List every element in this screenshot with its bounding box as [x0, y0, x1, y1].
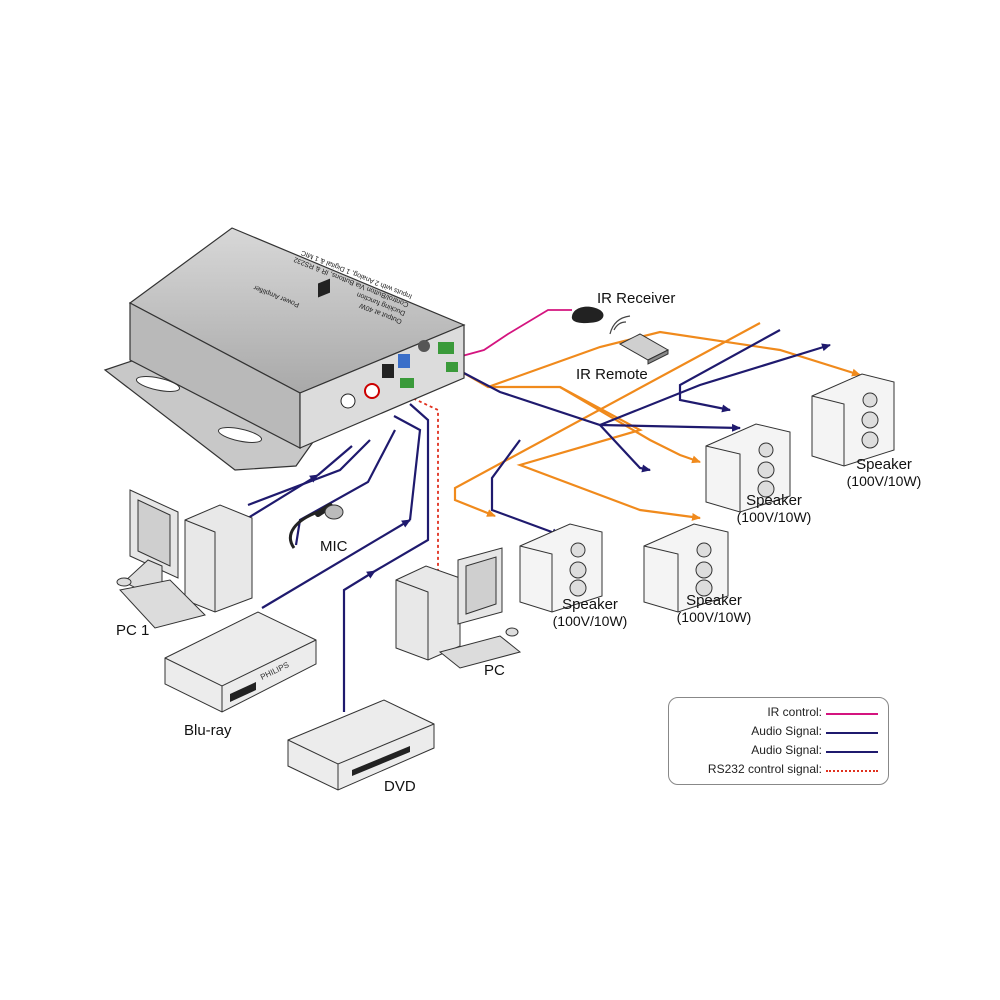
speaker-3 — [519, 523, 603, 613]
dvd-label: DVD — [384, 778, 416, 795]
speaker-2-name: Speaker — [746, 492, 802, 509]
mic-label: MIC — [320, 538, 348, 555]
audio-lines-inputs — [247, 403, 430, 712]
speaker-1-spec: (100V/10W) — [846, 473, 922, 489]
speaker-4-label: Speaker (100V/10W) — [664, 592, 764, 625]
legend-label-audio-2: Audio Signal: — [751, 743, 822, 757]
speaker-3-label: Speaker (100V/10W) — [540, 596, 640, 629]
ir-control-line — [439, 309, 572, 364]
legend-row-audio-1: Audio Signal: — [669, 723, 888, 741]
pc-computer — [395, 547, 522, 669]
bluray-label: Blu-ray — [184, 722, 232, 739]
legend-label-audio-1: Audio Signal: — [751, 724, 822, 738]
pc-label: PC — [484, 662, 505, 679]
ir-receiver-label: IR Receiver — [597, 290, 676, 307]
legend-label-rs232: RS232 control signal: — [707, 762, 822, 776]
legend-swatch-audio-1 — [826, 732, 878, 734]
legend-row-ir: IR control: — [669, 704, 888, 722]
speaker-2-spec: (100V/10W) — [736, 509, 812, 525]
ir-receiver — [571, 306, 604, 324]
speaker-2-label: Speaker (100V/10W) — [724, 492, 824, 525]
speaker-4-spec: (100V/10W) — [676, 609, 752, 625]
legend-row-rs232: RS232 control signal: — [669, 761, 888, 779]
ir-remote — [609, 315, 670, 365]
power-amplifier — [103, 227, 466, 471]
ir-remote-label: IR Remote — [576, 366, 648, 383]
speaker-1-name: Speaker — [856, 456, 912, 473]
speaker-1 — [811, 373, 895, 467]
speaker-4 — [643, 523, 729, 613]
audio-lines-blue — [461, 329, 831, 537]
microphone — [288, 503, 344, 549]
speaker-4-name: Speaker — [686, 592, 742, 609]
pc1-label: PC 1 — [116, 622, 150, 639]
dvd-player — [287, 699, 435, 791]
speaker-2 — [705, 423, 791, 513]
speaker-3-spec: (100V/10W) — [552, 613, 628, 629]
legend-swatch-ir — [826, 713, 878, 715]
legend: IR control: Audio Signal: Audio Signal: … — [668, 697, 889, 785]
speaker-3-name: Speaker — [562, 596, 618, 613]
bluray-player — [164, 611, 317, 713]
legend-row-audio-2: Audio Signal: — [669, 742, 888, 760]
legend-label-ir: IR control: — [767, 705, 822, 719]
pc1-computer — [116, 489, 253, 629]
legend-swatch-rs232 — [826, 770, 878, 772]
speaker-1-label: Speaker (100V/10W) — [834, 456, 934, 489]
legend-swatch-audio-2 — [826, 751, 878, 753]
